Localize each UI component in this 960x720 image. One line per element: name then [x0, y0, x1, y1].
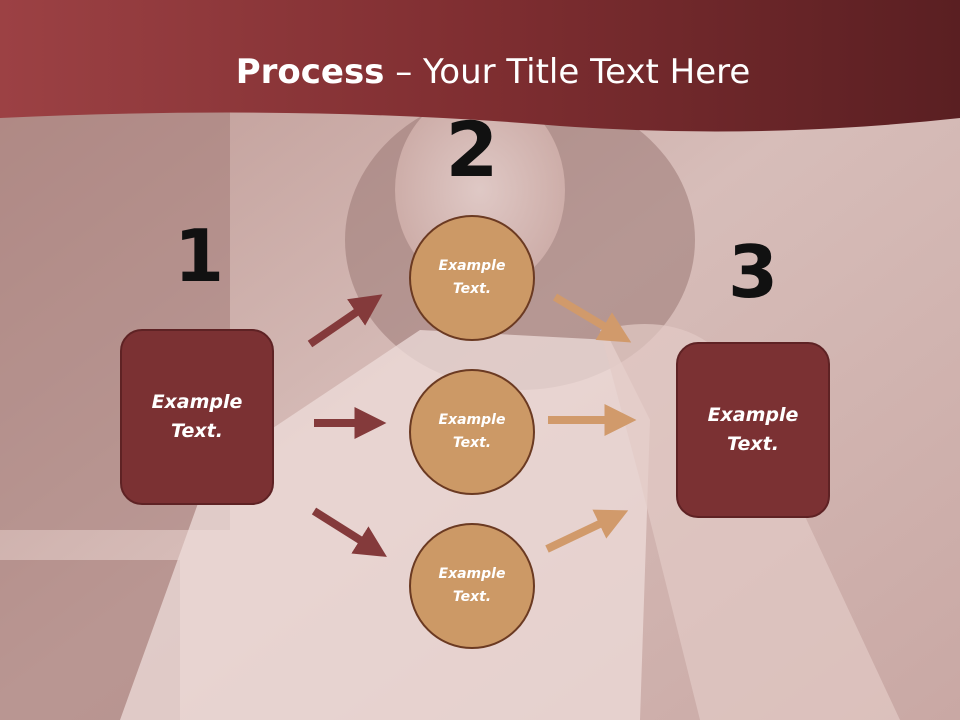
arrow-circle1-to-box3	[552, 293, 632, 343]
step-number-2: 2	[445, 105, 499, 194]
title-rest: – Your Title Text Here	[384, 52, 751, 92]
circle-3: Example Text.	[409, 523, 535, 649]
step-box-1: Example Text.	[120, 329, 274, 505]
step-box-3: Example Text.	[676, 342, 830, 518]
circle-2: Example Text.	[409, 369, 535, 495]
arrow-circle3-to-box3	[545, 509, 629, 553]
step-number-1: 1	[173, 214, 225, 298]
arrow-box1-to-circle1	[307, 294, 383, 348]
arrow-box1-to-circle3	[311, 507, 387, 557]
circle-1: Example Text.	[409, 215, 535, 341]
slide-title: Process – Your Title Text Here	[0, 52, 960, 92]
step-number-3: 3	[727, 230, 779, 314]
title-bold: Process	[235, 52, 385, 92]
